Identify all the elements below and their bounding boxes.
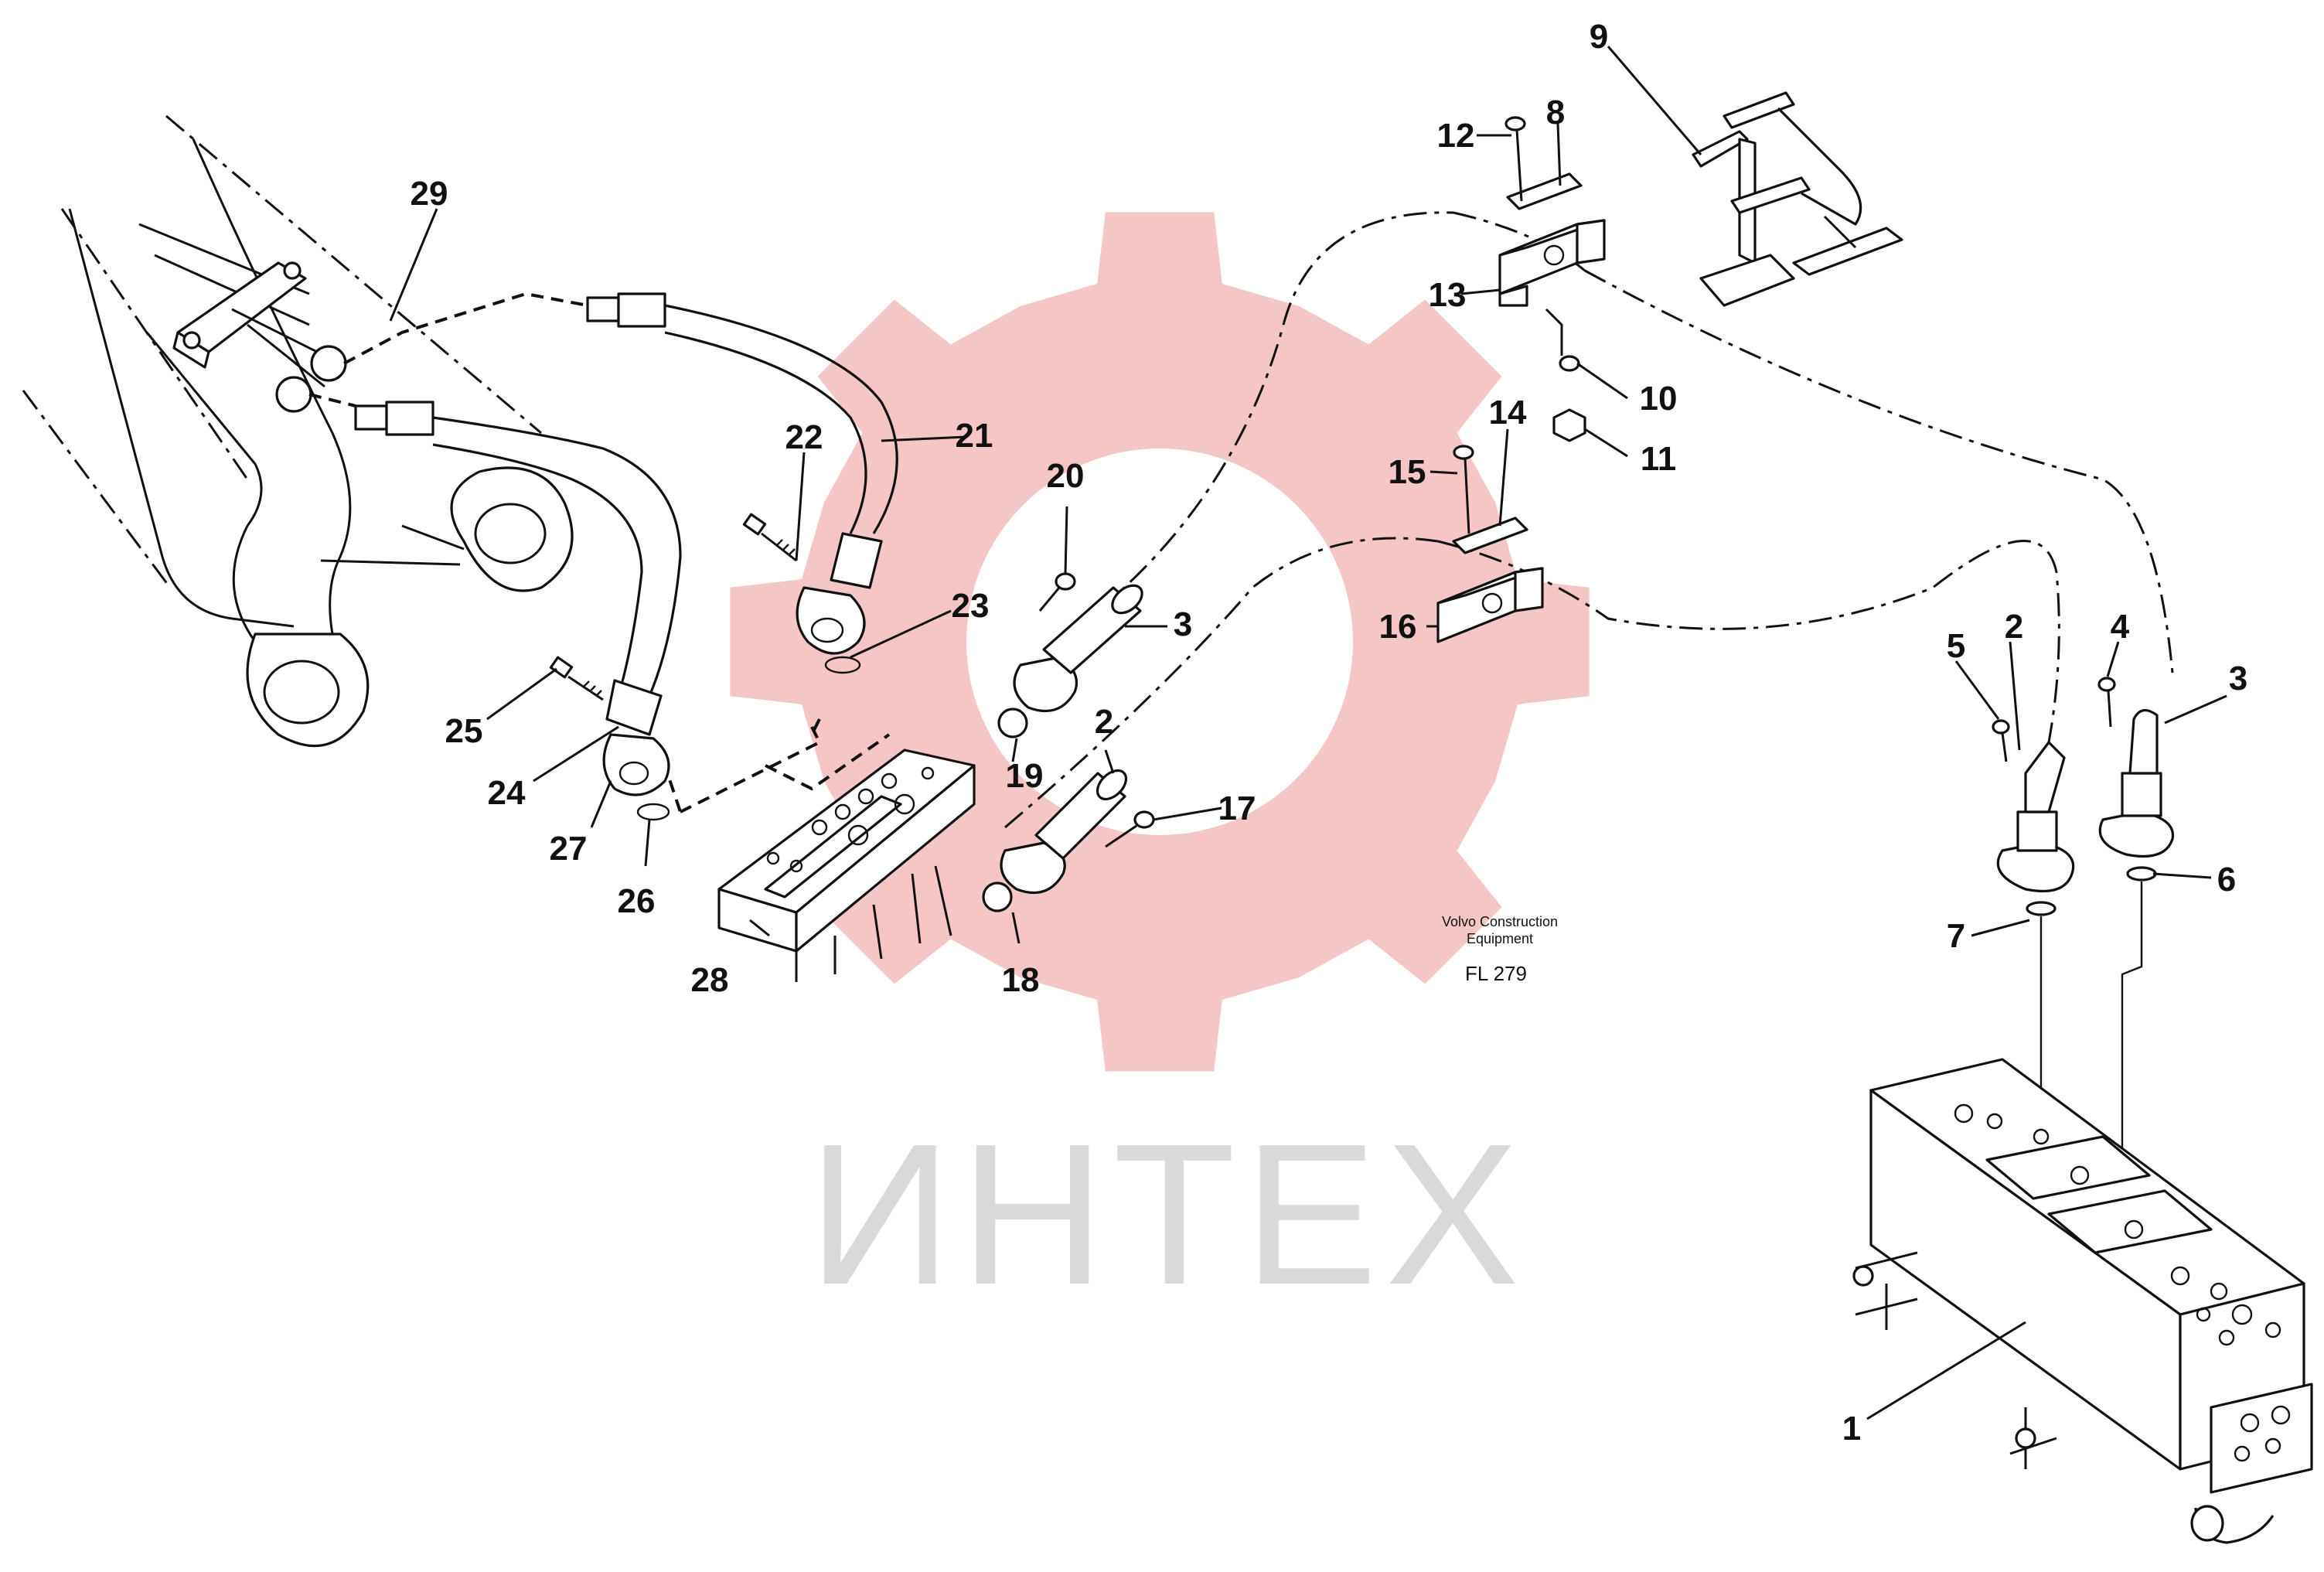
boom-structure [22,114,574,748]
callout-3-right: 3 [2229,660,2247,697]
callout-19: 19 [1006,757,1044,795]
callout-23: 23 [952,587,990,625]
fitting-2-right [1996,741,2075,916]
figure-code: FL 279 [1465,962,1527,985]
callout-3-center: 3 [1174,605,1192,643]
maker-line-1: Volvo Construction [1442,914,1558,929]
callout-29: 29 [411,175,448,213]
callout-20: 20 [1047,457,1085,495]
flange-23 [796,586,866,674]
callout-2-center: 2 [1095,703,1113,741]
callout-24: 24 [488,774,526,812]
watermark-gear-icon [730,212,1590,1072]
callout-5: 5 [1947,627,1965,665]
callout-2-right: 2 [2005,608,2023,646]
bolt-25 [549,656,604,701]
clamp-plate-14 [1452,517,1528,554]
callout-8: 8 [1546,94,1565,131]
clamp-plate-8 [1506,172,1583,210]
callout-14: 14 [1489,394,1527,431]
maker-line-2: Equipment [1467,931,1533,946]
nut-11 [1552,408,1586,442]
bracket-9 [1692,91,1903,307]
cylinder-port-bracket [172,261,347,413]
callout-15: 15 [1389,453,1426,491]
callout-12: 12 [1437,117,1475,155]
callout-17: 17 [1218,789,1256,827]
callout-21: 21 [956,417,993,455]
callout-11: 11 [1641,440,1677,478]
washer-10 [1545,308,1580,372]
callout-labels: 29 21 22 23 20 3 19 2 17 18 25 24 27 26 … [411,18,2248,1448]
figure-caption: Volvo Construction Equipment FL 279 [1442,914,1558,985]
bolt-12 [1504,116,1526,202]
flange-27 [602,733,670,821]
callout-7: 7 [1947,917,1965,955]
callout-18: 18 [1002,961,1040,999]
screw-5 [1992,719,2010,762]
watermark: ИНТЕХ [730,212,1590,1327]
callout-25: 25 [445,712,483,750]
callout-26: 26 [618,882,656,920]
hose-21 [343,292,898,589]
callout-4: 4 [2111,608,2130,646]
fitting-axis-lines [2039,881,2143,1175]
bolt-15 [1453,445,1474,534]
clamp-16 [1436,567,1544,643]
hose-29 [308,393,682,736]
clamp-13 [1498,219,1606,307]
callout-22: 22 [785,418,823,456]
main-control-valve-1 [1852,1058,2313,1544]
callout-9: 9 [1590,18,1608,56]
fitting-2-center [982,769,1128,912]
fitting-3-right [2098,709,2175,881]
screw-4 [2097,677,2116,728]
watermark-text: ИНТЕХ [808,1103,1527,1327]
callout-6: 6 [2217,861,2236,899]
callout-27: 27 [550,830,588,868]
fitting-3-center [997,584,1143,738]
valve-block-28 [717,748,976,982]
callout-10: 10 [1640,380,1678,418]
callout-16: 16 [1379,608,1417,646]
callout-1: 1 [1842,1410,1861,1448]
callout-13: 13 [1429,276,1467,314]
callout-28: 28 [691,961,729,999]
leader-lines [389,46,2227,1420]
bolt-22 [742,513,797,562]
screw-17 [1105,810,1155,848]
